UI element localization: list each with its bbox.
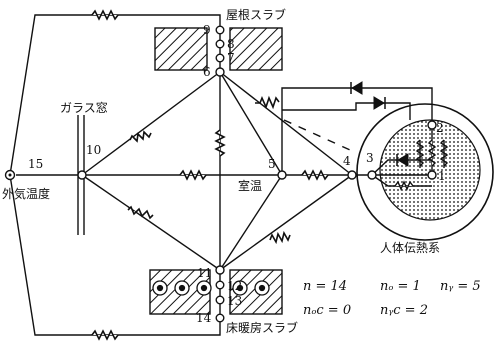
node-2 — [427, 120, 437, 130]
label-outdoor-temp: 外気温度 — [2, 186, 50, 201]
network-nodes — [4, 25, 437, 323]
node-5 — [277, 170, 287, 180]
wire-5-top-loop — [281, 87, 420, 175]
label-node-4: 4 — [343, 154, 351, 168]
label-node-9: 9 — [203, 23, 211, 37]
resistor-3-1 — [394, 180, 414, 191]
dashed-5-line — [283, 119, 351, 151]
diode-3-1 — [397, 153, 409, 167]
label-node-8: 8 — [227, 37, 235, 51]
diode-top-a — [351, 81, 363, 95]
region-labels: 屋根スラブ ガラス窓 外気温度 室温 人体伝熱系 床暖房スラブ — [2, 7, 440, 335]
node-3 — [367, 170, 377, 180]
node-9 — [215, 25, 225, 35]
parameter-equations: n = 14 nₒ = 1 nᵧ = 5 nₒc = 0 nᵧc = 2 — [303, 279, 481, 318]
node-7 — [215, 53, 225, 63]
node-8 — [215, 39, 225, 49]
label-node-11: 11 — [197, 266, 212, 280]
eq-n: n = 14 — [303, 279, 347, 294]
label-node-1: 1 — [438, 169, 446, 183]
resistor-10-11 — [127, 205, 154, 220]
wire-3-1-lower — [371, 174, 432, 187]
label-roof-slab: 屋根スラブ — [226, 7, 286, 22]
node-12 — [215, 280, 225, 290]
floor-heating-coils — [152, 280, 270, 296]
resistor-11-4 — [269, 230, 291, 245]
label-node-3: 3 — [366, 151, 374, 165]
resistor-10-5 — [179, 169, 207, 181]
wire-10-11 — [81, 174, 221, 271]
diode-top-b — [373, 96, 385, 110]
resistor-6-11 — [214, 129, 226, 157]
eq-ng: nᵧ = 5 — [440, 279, 481, 294]
label-glass-window: ガラス窓 — [60, 100, 108, 115]
node-14 — [215, 313, 225, 323]
label-node-13: 13 — [227, 294, 242, 308]
label-node-10: 10 — [86, 143, 101, 157]
resistor-10-6 — [129, 130, 152, 143]
wire-11-4 — [219, 174, 353, 271]
diodes — [350, 81, 409, 167]
label-node-14: 14 — [196, 311, 212, 325]
resistor-6-4 — [255, 95, 280, 110]
label-node-2: 2 — [436, 121, 444, 135]
node-13 — [215, 295, 225, 305]
node-10 — [77, 170, 87, 180]
human-body-system — [356, 103, 494, 241]
label-node-6: 6 — [203, 65, 211, 79]
wire-6-4 — [219, 71, 353, 176]
node-4 — [347, 170, 357, 180]
node-11 — [215, 265, 225, 275]
label-human-system: 人体伝熱系 — [380, 241, 440, 255]
node-labels: 15 10 9 8 7 6 5 4 3 2 1 11 12 13 14 — [28, 23, 446, 325]
wire-6-5 — [219, 71, 283, 176]
roof-slab — [154, 27, 283, 71]
node-6 — [215, 67, 225, 77]
eq-no: nₒ = 1 — [380, 279, 421, 294]
label-node-5: 5 — [268, 157, 276, 171]
wire-3-1-upper — [371, 159, 432, 176]
label-floor-slab: 床暖房スラブ — [226, 320, 298, 335]
node-1 — [427, 170, 437, 180]
eq-ngc: nᵧc = 2 — [380, 303, 428, 318]
outdoor-to-roof-wire — [9, 14, 221, 176]
wire-5-mid-loop — [282, 102, 411, 120]
label-node-15: 15 — [28, 157, 43, 171]
wire-11-5 — [219, 174, 283, 271]
label-room-temp: 室温 — [238, 178, 262, 193]
label-node-7: 7 — [227, 51, 235, 65]
resistor-bottom — [91, 329, 119, 341]
wire-10-6 — [81, 71, 221, 176]
label-node-12: 12 — [227, 279, 242, 293]
resistor-5-4 — [301, 169, 329, 181]
wire-top-loop-2 — [420, 87, 433, 125]
eq-noc: nₒc = 0 — [303, 303, 351, 318]
resistor-top — [91, 9, 119, 21]
outdoor-to-floor-wire — [9, 174, 221, 336]
